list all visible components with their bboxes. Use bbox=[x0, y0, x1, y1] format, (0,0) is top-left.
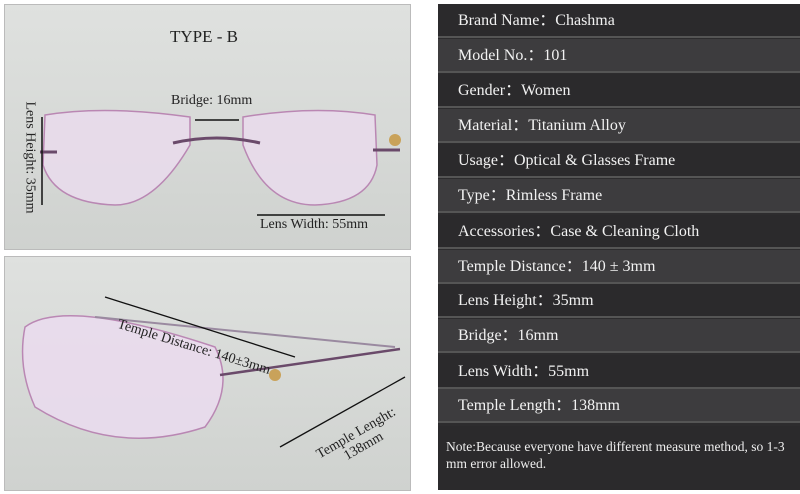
spec-row: Lens Height：35mm bbox=[438, 284, 800, 318]
spec-row: Temple Distance：140 ± 3mm bbox=[438, 250, 800, 284]
spec-row: Bridge：16mm bbox=[438, 319, 800, 353]
lens-width-label: Lens Width: 55mm bbox=[260, 217, 369, 232]
front-view-photo: TYPE - B Bridge: 16mm Lens Height: 35mm … bbox=[4, 4, 411, 250]
side-view-photo: Temple Distance: 140±3mm Temple Lenght: … bbox=[4, 256, 411, 491]
spec-row: Material：Titanium Alloy bbox=[438, 109, 800, 143]
spec-row: Lens Width：55mm bbox=[438, 355, 800, 389]
spec-row: Model No.：101 bbox=[438, 39, 800, 73]
lens-height-label: Lens Height: 35mm bbox=[22, 101, 38, 214]
glasses-front-drawing bbox=[40, 109, 401, 216]
spec-row: Type：Rimless Frame bbox=[438, 179, 800, 213]
glasses-side-drawing bbox=[21, 296, 406, 448]
spec-row: Temple Length：138mm bbox=[438, 389, 800, 423]
spec-row: Usage：Optical & Glasses Frame bbox=[438, 144, 800, 178]
spec-row: Accessories：Case & Cleaning Cloth bbox=[438, 215, 800, 249]
spec-row: Brand Name：Chashma bbox=[438, 4, 800, 38]
spec-table: Brand Name：Chashma Model No.：101 Gender：… bbox=[438, 4, 800, 490]
bridge-label: Bridge: 16mm bbox=[171, 93, 253, 108]
type-title: TYPE - B bbox=[170, 27, 238, 46]
spec-row: Gender：Women bbox=[438, 74, 800, 108]
measurement-note: Note:Because everyone have different mea… bbox=[438, 426, 800, 490]
